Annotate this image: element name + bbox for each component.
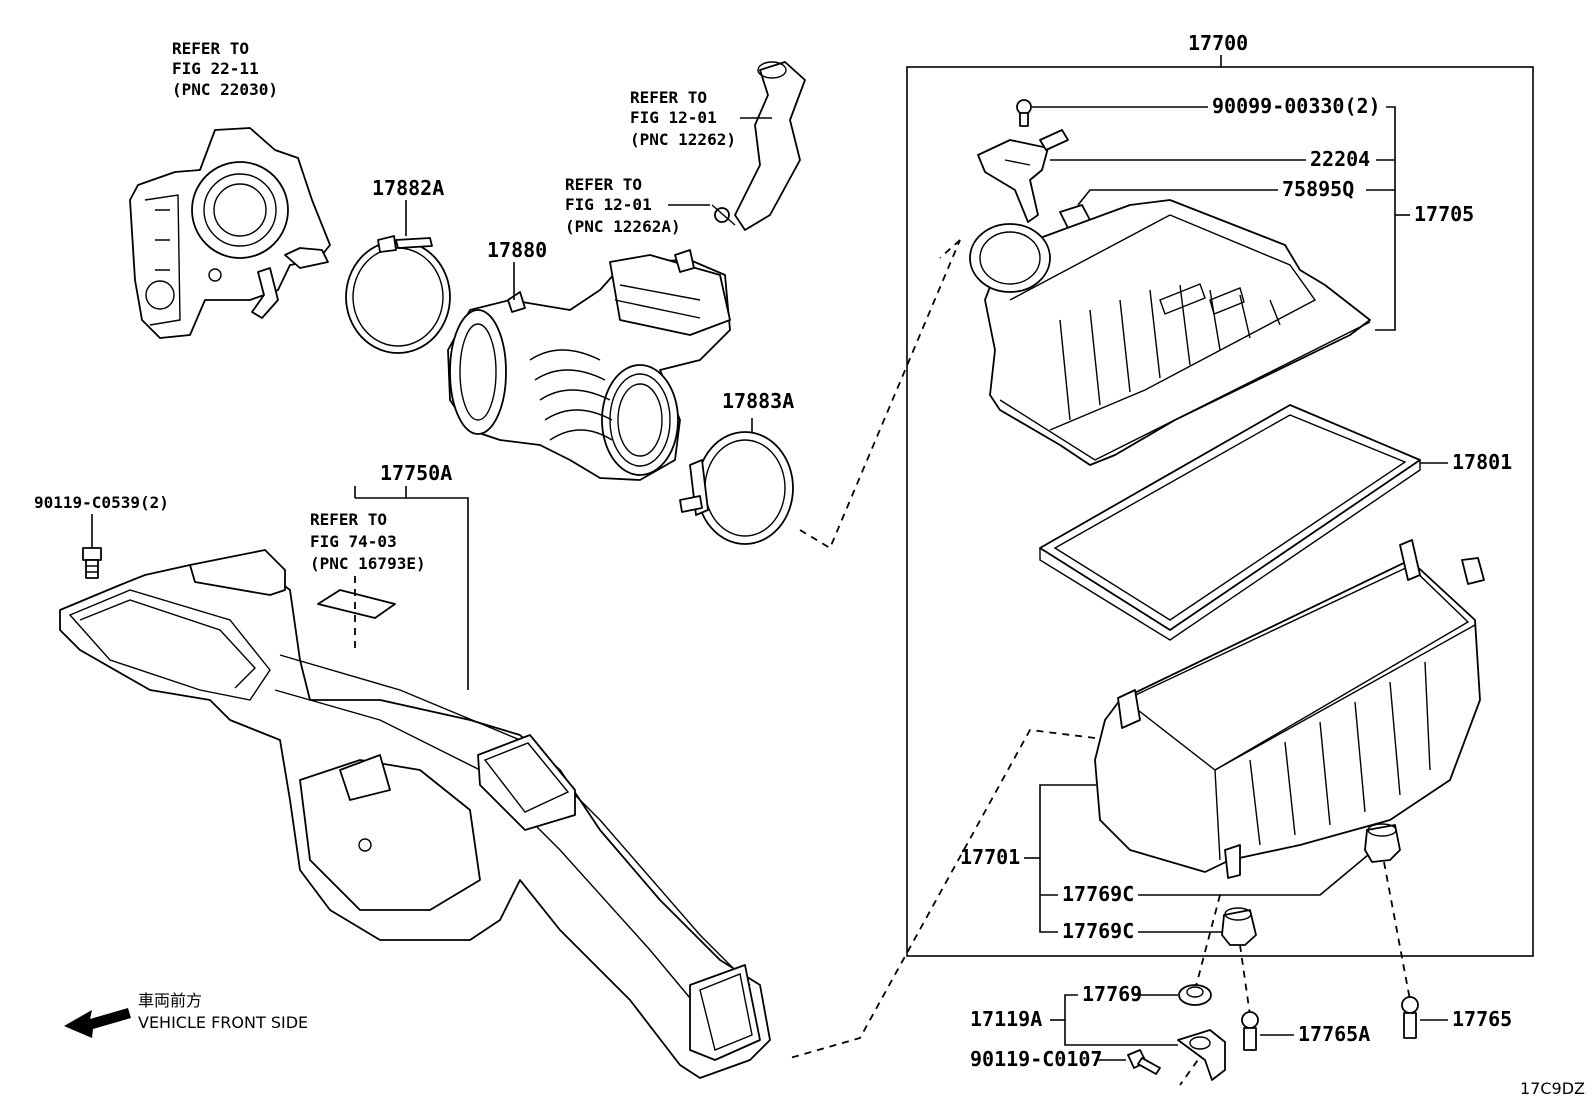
label-17750a[interactable]: 17750A [380, 461, 452, 485]
hose-12262[interactable] [734, 61, 806, 231]
grommet-17769c-left[interactable] [1221, 907, 1257, 946]
ref-hose-line1: REFER TO [630, 88, 707, 107]
bracket-17119a[interactable] [1177, 1029, 1226, 1081]
bolt-icon[interactable] [82, 547, 102, 579]
ref-duct-line2: FIG 74-03 [310, 532, 397, 551]
label-17769c-b[interactable]: 17769C [1062, 919, 1134, 943]
duct-label-plate[interactable] [317, 589, 396, 619]
label-90119-c0539[interactable]: 90119-C0539(2) [34, 493, 169, 512]
duct-17750a[interactable] [59, 549, 771, 1079]
ref-clip-line3: (PNC 12262A) [565, 217, 681, 236]
label-17701[interactable]: 17701 [960, 845, 1020, 869]
ref-clip-line1: REFER TO [565, 175, 642, 194]
label-17769[interactable]: 17769 [1082, 982, 1142, 1006]
clamp-17883a[interactable] [679, 431, 794, 545]
label-90119-c0107[interactable]: 90119-C0107 [970, 1047, 1102, 1071]
ref-clip-line2: FIG 12-01 [565, 195, 652, 214]
ref-throttle-line2: FIG 22-11 [172, 59, 259, 78]
label-17705[interactable]: 17705 [1414, 202, 1474, 226]
bolt-90099[interactable] [1016, 99, 1032, 127]
label-17765[interactable]: 17765 [1452, 1007, 1512, 1031]
label-17880[interactable]: 17880 [487, 238, 547, 262]
direction-en: VEHICLE FRONT SIDE [138, 1013, 308, 1032]
ref-hose-line3: (PNC 12262) [630, 130, 736, 149]
label-90099-00330[interactable]: 90099-00330(2) [1212, 94, 1381, 118]
label-17883a[interactable]: 17883A [722, 389, 794, 413]
label-17801[interactable]: 17801 [1452, 450, 1512, 474]
ref-throttle-line1: REFER TO [172, 39, 249, 58]
assembly-frame-17700 [906, 66, 1534, 957]
label-17765a[interactable]: 17765A [1298, 1022, 1370, 1046]
upper-case-17705[interactable] [969, 199, 1371, 466]
bolt-90119-c0107[interactable] [1127, 1049, 1161, 1075]
stud-17765[interactable] [1401, 996, 1419, 1039]
label-17119a[interactable]: 17119A [970, 1007, 1042, 1031]
label-17882a[interactable]: 17882A [372, 176, 444, 200]
label-22204[interactable]: 22204 [1310, 147, 1370, 171]
ref-hose-line2: FIG 12-01 [630, 108, 717, 127]
ref-throttle-line3: (PNC 22030) [172, 80, 278, 99]
grommet-17769c-right[interactable] [1364, 823, 1401, 863]
filter-element-17801[interactable] [1039, 404, 1421, 641]
clamp-17882a[interactable] [345, 235, 451, 354]
direction-jp: 車両前方 [138, 991, 202, 1010]
label-75895q[interactable]: 75895Q [1282, 177, 1354, 201]
illustration-code: 17C9DZ [1520, 1079, 1585, 1098]
clip-12262a[interactable] [711, 204, 736, 226]
throttle-body[interactable] [129, 127, 331, 339]
label-17700[interactable]: 17700 [1188, 31, 1248, 55]
stud-17765a[interactable] [1241, 1011, 1259, 1051]
sensor-22204[interactable] [977, 129, 1069, 223]
ref-duct-line1: REFER TO [310, 510, 387, 529]
ref-duct-line3: (PNC 16793E) [310, 554, 426, 573]
arrow-left-icon [64, 1008, 131, 1038]
label-17769c-a[interactable]: 17769C [1062, 882, 1134, 906]
grommet-17769[interactable] [1178, 984, 1212, 1006]
lower-case-17701[interactable] [1094, 539, 1485, 879]
intake-hose-17880[interactable] [447, 249, 731, 481]
